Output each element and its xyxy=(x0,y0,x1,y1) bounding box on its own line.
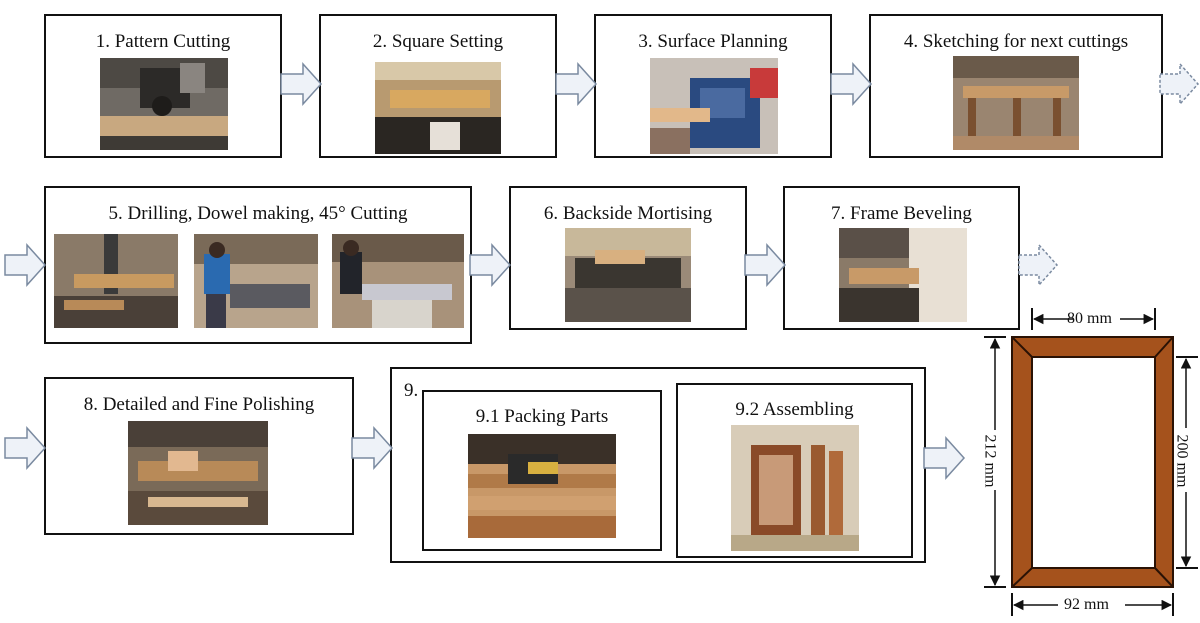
step-5-title: 5. Drilling, Dowel making, 45° Cutting xyxy=(108,203,408,224)
step-4-title: 4. Sketching for next cuttings xyxy=(903,31,1129,52)
frame-right-height-label: 200 mm xyxy=(1173,434,1191,488)
frame-inner xyxy=(1031,356,1156,569)
step-9-label: 9. xyxy=(404,380,419,401)
step-7-photo xyxy=(839,228,967,322)
arrow-into-8 xyxy=(4,426,47,470)
step-5-photo-45-cutting xyxy=(332,234,464,328)
step-4-photo xyxy=(953,56,1079,150)
frame-diagram xyxy=(984,308,1198,616)
arrow-6-to-7 xyxy=(744,243,787,287)
arrow-1-to-2 xyxy=(280,62,323,106)
arrow-8-to-9 xyxy=(351,426,394,470)
step-9-2-title: 9.2 Assembling xyxy=(735,399,854,420)
step-7-title: 7. Frame Beveling xyxy=(831,203,972,224)
arrow-7-continues xyxy=(1018,243,1059,287)
step-9-box: 9. 9.1 Packing Parts 9.2 Assembling xyxy=(390,367,926,563)
step-5-photo-drilling xyxy=(54,234,178,328)
arrow-5-to-6 xyxy=(469,243,512,287)
arrow-2-to-3 xyxy=(555,62,598,106)
step-2-title: 2. Square Setting xyxy=(372,31,504,52)
step-3-photo xyxy=(650,58,778,154)
step-9-1-box: 9.1 Packing Parts xyxy=(422,390,662,551)
step-1-photo xyxy=(100,58,228,150)
step-9-1-photo xyxy=(468,434,616,538)
step-9-1-title: 9.1 Packing Parts xyxy=(475,406,609,427)
step-3-title: 3. Surface Planning xyxy=(638,31,788,52)
step-8-photo xyxy=(128,421,268,525)
step-5-box: 5. Drilling, Dowel making, 45° Cutting xyxy=(44,186,472,344)
step-9-2-photo xyxy=(731,425,859,551)
step-1-box: 1. Pattern Cutting xyxy=(44,14,282,158)
frame-top-width-label: 80 mm xyxy=(1067,310,1112,327)
step-3-box: 3. Surface Planning xyxy=(594,14,832,158)
step-2-box: 2. Square Setting xyxy=(319,14,557,158)
arrow-9-to-frame xyxy=(923,436,966,480)
frame-bottom-width-label: 92 mm xyxy=(1064,596,1109,613)
step-6-title: 6. Backside Mortising xyxy=(543,203,713,224)
step-5-photo-dowel xyxy=(194,234,318,328)
frame-left-height-label: 212 mm xyxy=(981,434,999,488)
step-4-box: 4. Sketching for next cuttings xyxy=(869,14,1163,158)
step-6-photo xyxy=(565,228,691,322)
arrow-3-to-4 xyxy=(830,62,873,106)
step-1-title: 1. Pattern Cutting xyxy=(95,31,231,52)
arrow-into-5 xyxy=(4,243,47,287)
step-8-title: 8. Detailed and Fine Polishing xyxy=(83,394,315,415)
step-2-photo xyxy=(375,62,501,154)
step-9-2-box: 9.2 Assembling xyxy=(676,383,913,558)
arrow-4-continues xyxy=(1159,62,1200,106)
step-6-box: 6. Backside Mortising xyxy=(509,186,747,330)
step-8-box: 8. Detailed and Fine Polishing xyxy=(44,377,354,535)
